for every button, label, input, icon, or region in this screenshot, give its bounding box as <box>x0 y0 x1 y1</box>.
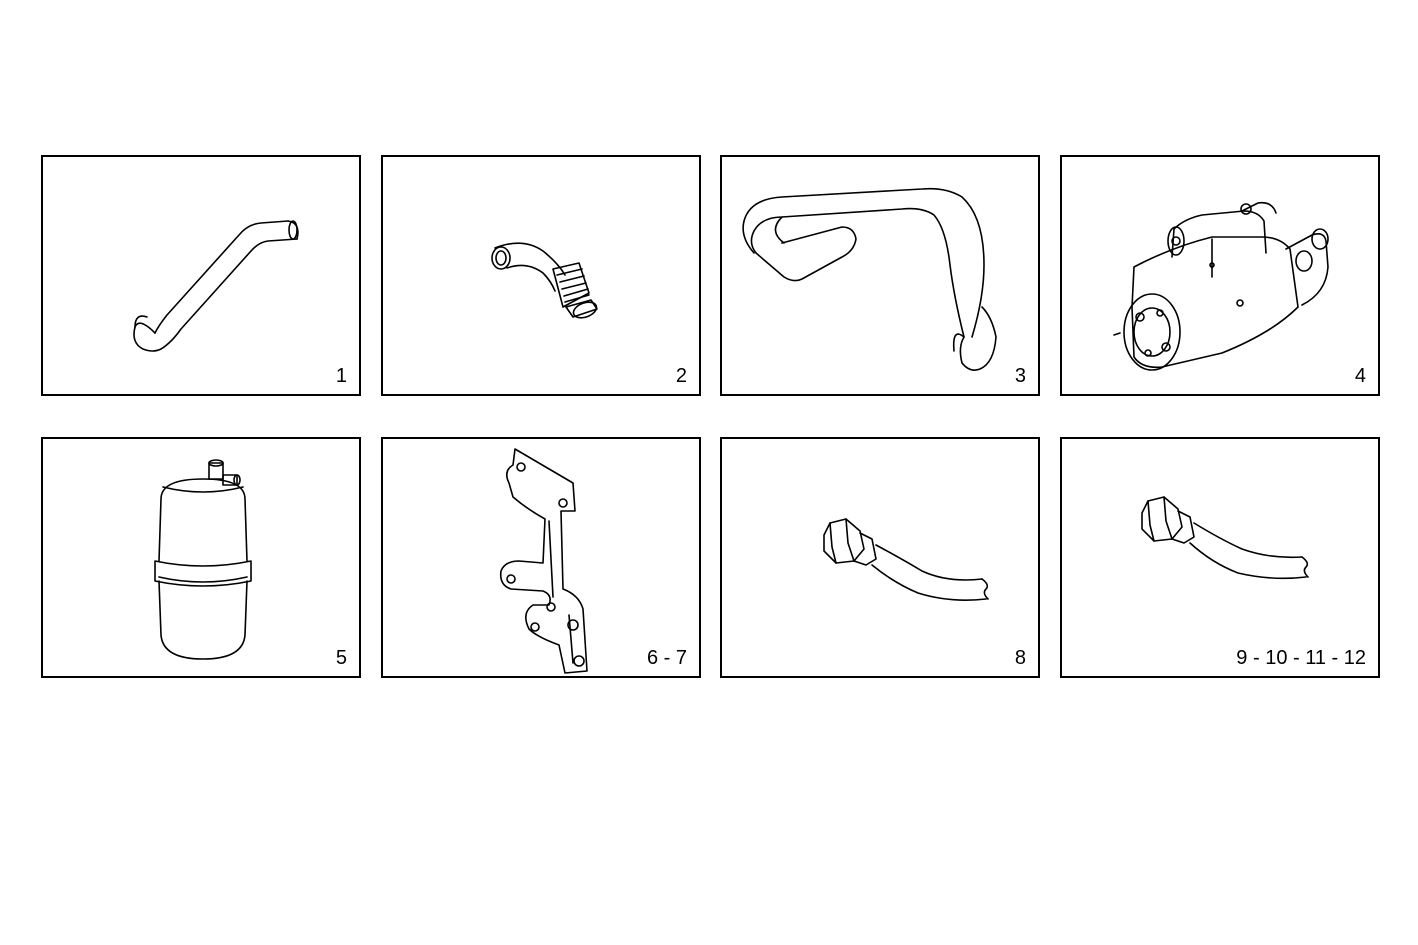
part-panel-1[interactable]: 1 <box>41 155 361 396</box>
panel-label: 1 <box>335 365 347 387</box>
part-panel-5[interactable]: 5 <box>41 437 361 678</box>
pipe-fitting-illustration <box>823 518 989 601</box>
bent-hose-illustration <box>133 220 299 352</box>
receiver-drier-illustration <box>154 459 252 660</box>
panel-label: 6 - 7 <box>646 647 687 669</box>
curved-hose-illustration <box>742 187 997 371</box>
part-panel-8[interactable]: 8 <box>720 437 1040 678</box>
panel-label: 8 <box>1014 647 1026 669</box>
panel-label: 4 <box>1354 365 1366 387</box>
starter-motor-illustration <box>1113 201 1329 371</box>
panel-label: 3 <box>1014 365 1026 387</box>
panel-label: 9 - 10 - 11 - 12 <box>1236 647 1366 669</box>
panel-label: 2 <box>675 365 687 387</box>
panel-label: 5 <box>335 647 347 669</box>
part-panel-6-7[interactable]: 6 - 7 <box>381 437 701 678</box>
part-panel-3[interactable]: 3 <box>720 155 1040 396</box>
elbow-hose-illustration <box>491 242 598 319</box>
part-panel-9-10-11-12[interactable]: 9 - 10 - 11 - 12 <box>1060 437 1380 678</box>
mounting-bracket-illustration <box>499 448 588 674</box>
part-panel-2[interactable]: 2 <box>381 155 701 396</box>
part-panel-4[interactable]: 4 <box>1060 155 1380 396</box>
pipe-fitting-illustration <box>1141 496 1309 580</box>
